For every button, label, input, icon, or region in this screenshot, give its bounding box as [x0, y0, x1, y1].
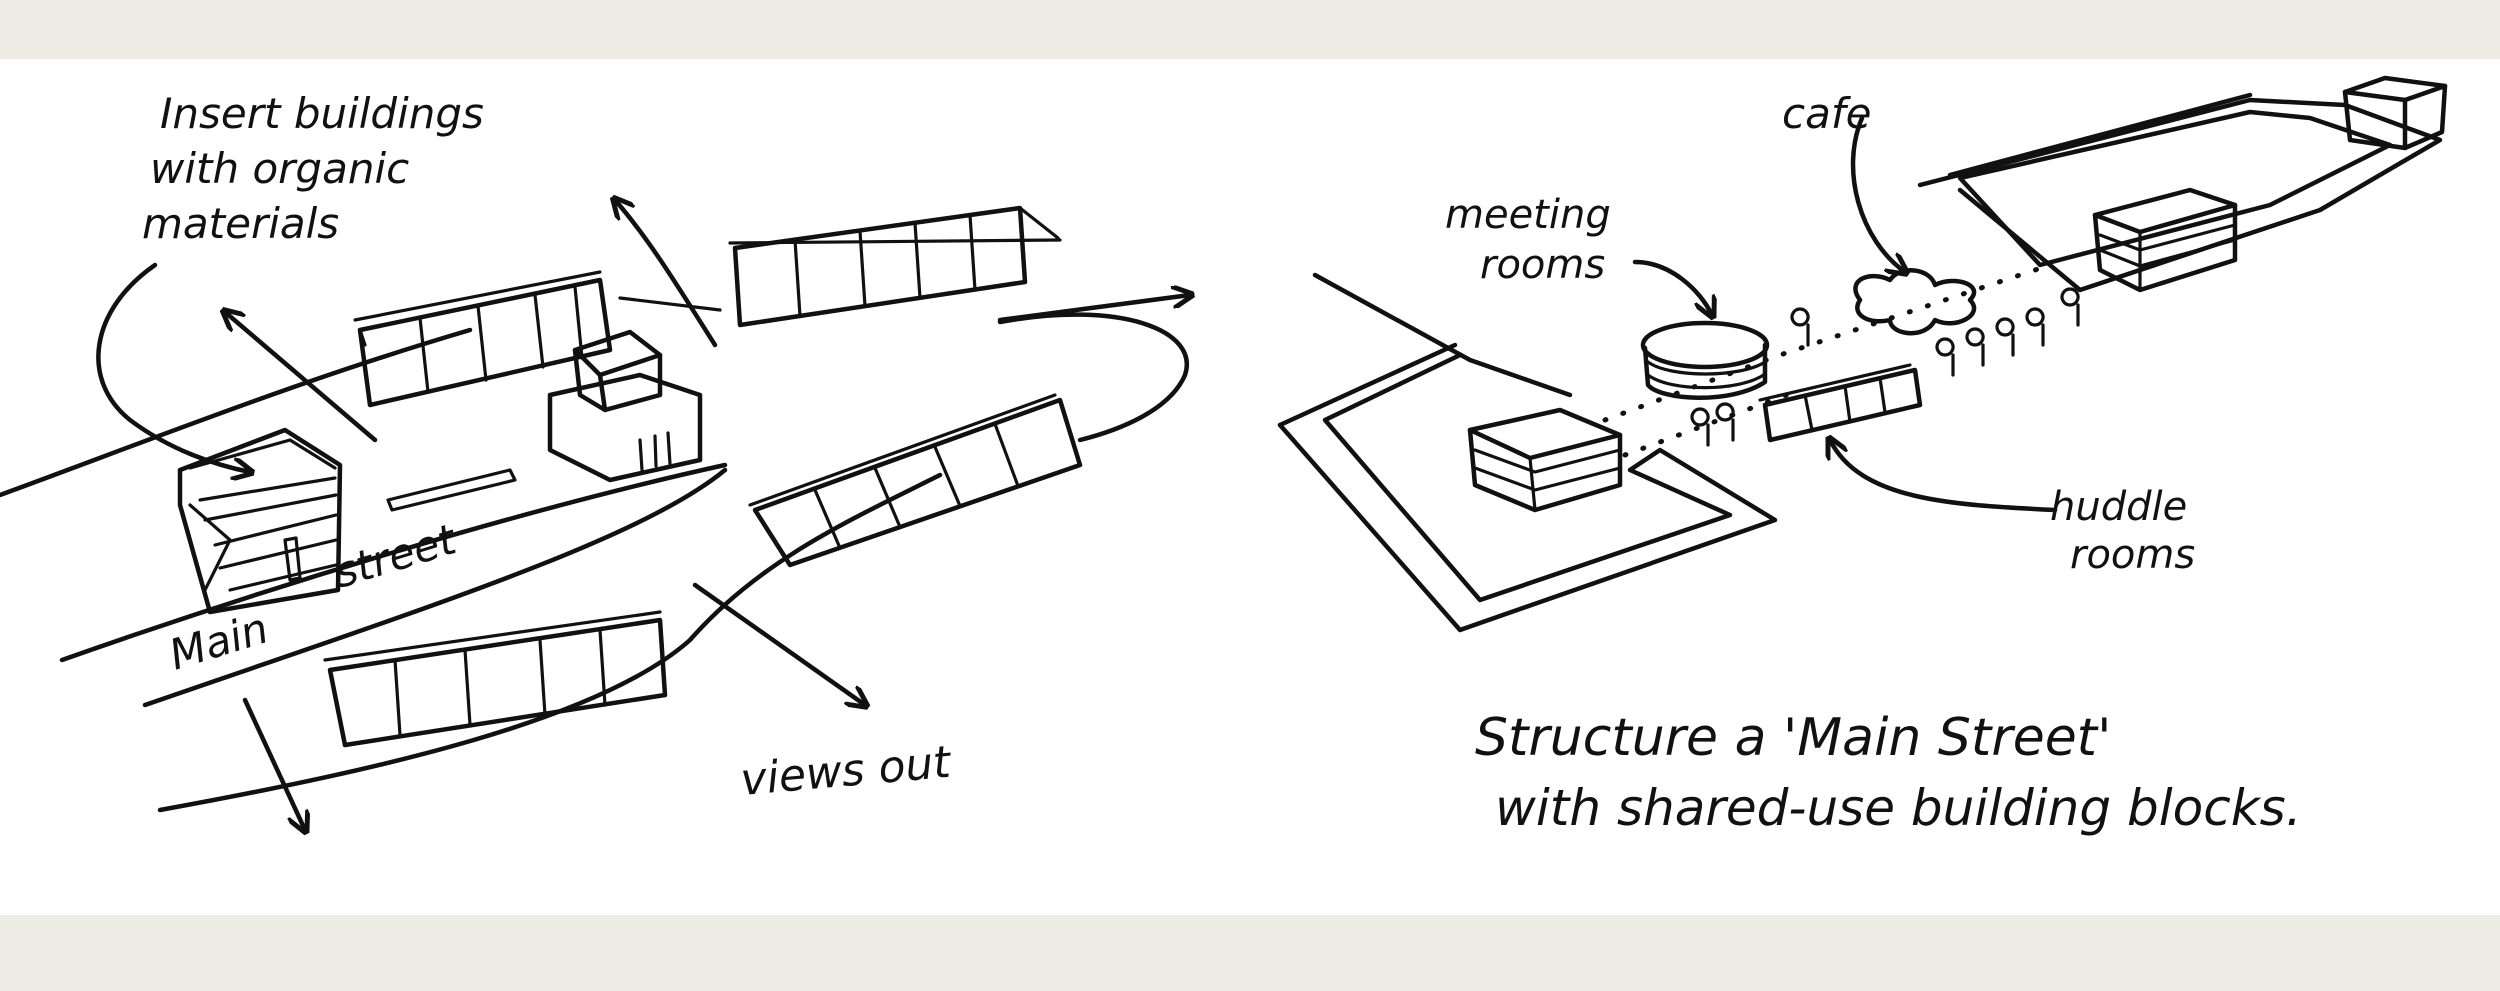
building-block-4 [323, 610, 668, 748]
label-insert-line3: materials [142, 199, 339, 248]
left-sketch: Insert buildings with organic materials … [0, 89, 1190, 830]
right-sketch: cafe meeting rooms huddle rooms Structur… [1277, 75, 2448, 837]
arrow-to-roof [96, 262, 250, 472]
site-outline-left [1277, 352, 1778, 633]
street-edge-lower [59, 462, 728, 663]
cafe-shape [1853, 268, 1977, 336]
caption-line2: with shared-use building blocks. [1495, 779, 2302, 837]
label-insert-line1: Insert buildings [160, 89, 484, 138]
label-huddle-line1: huddle [2050, 484, 2187, 530]
label-views-out: views out [739, 737, 955, 806]
meeting-rooms-building [1640, 320, 1770, 400]
caption-line1: Structure a 'Main Street' [1475, 708, 2111, 768]
label-meeting-line1: meeting [1445, 192, 1611, 238]
huddle-rooms-block [1758, 363, 1923, 443]
arrow-bottom-right [692, 582, 865, 705]
site-line-left-b [1277, 342, 1458, 428]
road-right-curve [997, 312, 1189, 443]
arrow-to-huddle [1830, 440, 2058, 513]
street-edge-upper [0, 327, 473, 498]
label-street: street [329, 514, 463, 597]
label-huddle-line2: rooms [2070, 532, 2195, 578]
label-cafe: cafe [1782, 89, 1871, 138]
arrow-right [997, 295, 1190, 323]
cube-building [547, 329, 703, 483]
arrow-to-meeting [1632, 259, 1712, 315]
arrow-bottom-left [242, 697, 305, 830]
organic-building [177, 427, 343, 615]
sketch-sheet [0, 59, 2500, 915]
bench [386, 468, 517, 512]
building-block-2 [728, 205, 1062, 328]
street-edge-bottom [142, 467, 728, 708]
building-block-1 [353, 270, 613, 408]
arrow-up-left [225, 312, 378, 443]
label-meeting-line2: rooms [1480, 242, 1605, 288]
arrow-across [618, 296, 722, 312]
main-street-dots-2 [1622, 387, 1803, 458]
arrow-to-cafe [1850, 115, 1905, 272]
people-row [1690, 287, 2080, 447]
stacked-building-right [2092, 187, 2238, 293]
arrow-up [615, 200, 718, 348]
building-block-3 [748, 393, 1083, 568]
corner-cube [2342, 75, 2448, 151]
site-line-left-a [1312, 272, 1573, 398]
stacked-building-left [1467, 407, 1623, 513]
label-insert-line2: with organic [150, 144, 409, 193]
